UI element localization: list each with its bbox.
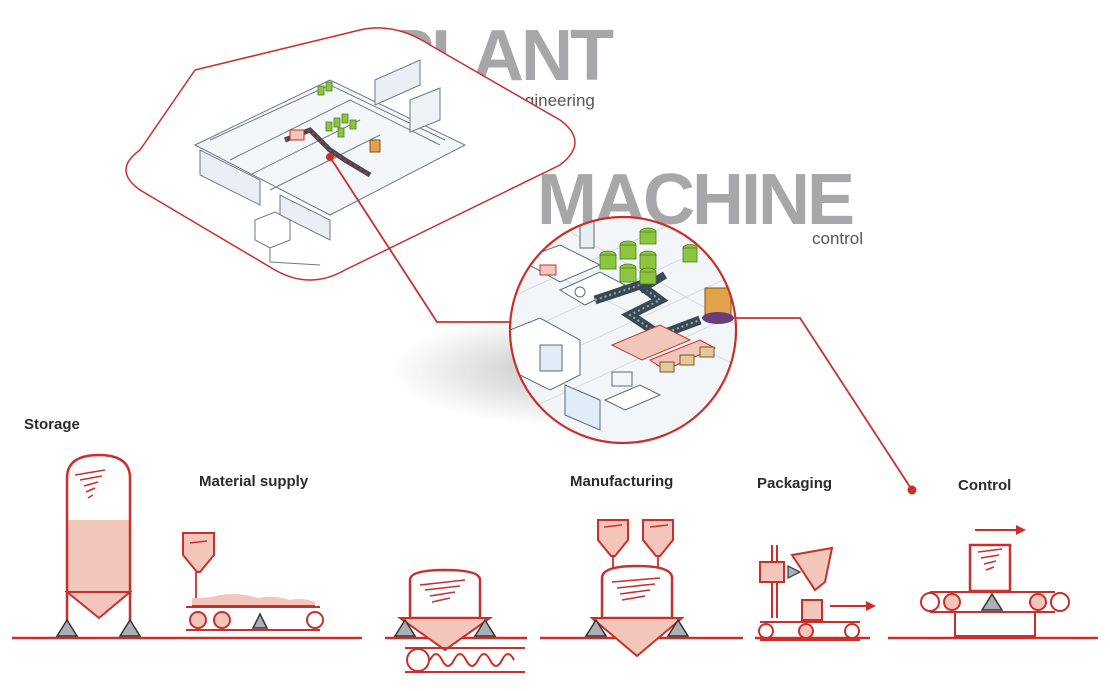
- storage-silo: [55, 453, 142, 637]
- stage-label-control: Control: [958, 477, 1012, 494]
- control-focus-dot: [907, 485, 917, 495]
- machine-to-control-connector: [735, 317, 913, 491]
- stage-label-material-supply: Material supply: [199, 473, 309, 490]
- stage-label-packaging: Packaging: [757, 475, 833, 492]
- mixing-unit: [393, 568, 525, 673]
- machine-zoom-view: [508, 215, 738, 445]
- stage-label-manufacturing: Manufacturing: [570, 473, 674, 490]
- plant-conveyor: [284, 127, 381, 178]
- stage-label-storage: Storage: [24, 416, 80, 433]
- packaging-unit: [758, 545, 876, 641]
- plant-layout-card: [125, 27, 576, 281]
- plant-tanks: [317, 81, 357, 138]
- material-supply-unit: [182, 532, 324, 631]
- machine-subtitle: control: [812, 229, 864, 248]
- manufacturing-unit: [584, 519, 690, 658]
- control-unit: [920, 525, 1070, 637]
